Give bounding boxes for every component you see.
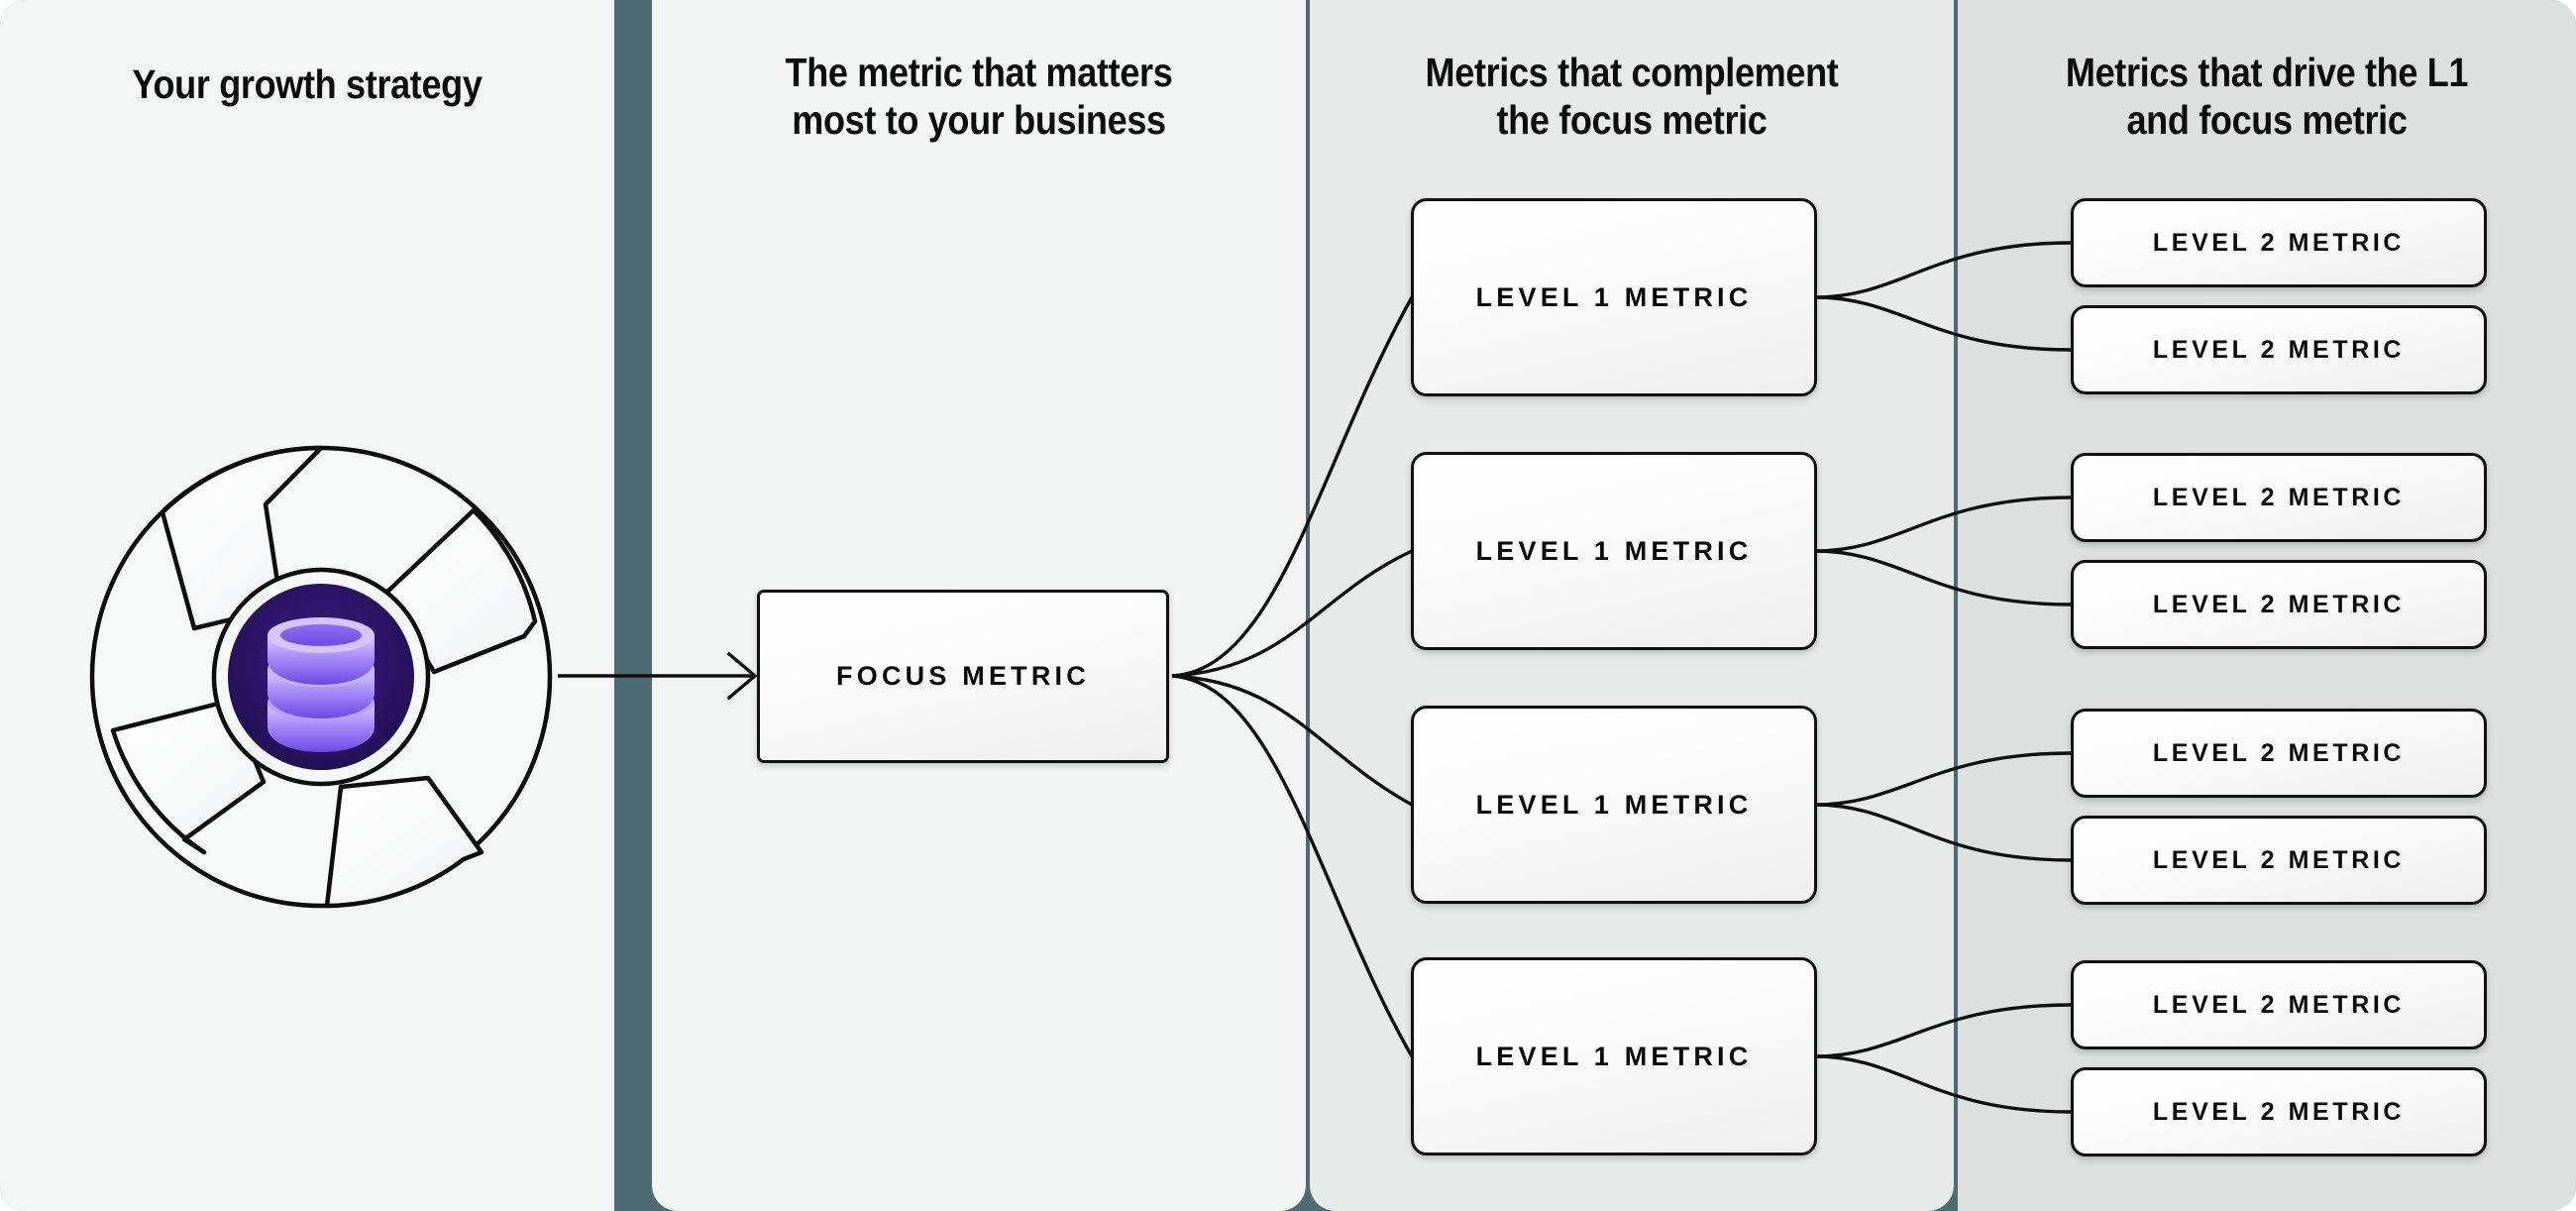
level-2-metric-label: LEVEL 2 METRIC: [2152, 483, 2406, 511]
level-2-metric-box[interactable]: LEVEL 2 METRIC: [2071, 560, 2487, 649]
level-1-metric-label: LEVEL 1 METRIC: [1475, 281, 1753, 312]
level-2-metric-label: LEVEL 2 METRIC: [2152, 590, 2406, 618]
pinwheel-aperture-icon: [89, 445, 553, 909]
level-2-metric-box[interactable]: LEVEL 2 METRIC: [2071, 305, 2487, 394]
level-1-metric-box[interactable]: LEVEL 1 METRIC: [1411, 957, 1817, 1156]
level-1-metric-box[interactable]: LEVEL 1 METRIC: [1411, 198, 1817, 396]
focus-metric-label: FOCUS METRIC: [836, 661, 1090, 691]
level-2-metric-label: LEVEL 2 METRIC: [2152, 990, 2406, 1019]
level-2-metric-label: LEVEL 2 METRIC: [2152, 738, 2406, 767]
level-2-metric-label: LEVEL 2 METRIC: [2152, 335, 2406, 364]
focus-metric-box[interactable]: FOCUS METRIC: [757, 590, 1169, 763]
column-title-2: The metric that matters most to your bus…: [785, 50, 1173, 143]
level-2-metric-box[interactable]: LEVEL 2 METRIC: [2071, 960, 2487, 1049]
database-icon: [268, 617, 375, 752]
level-1-metric-label: LEVEL 1 METRIC: [1475, 789, 1753, 820]
level-2-metric-box[interactable]: LEVEL 2 METRIC: [2071, 816, 2487, 905]
growth-strategy-logo: [87, 433, 555, 921]
level-1-metric-label: LEVEL 1 METRIC: [1475, 1041, 1753, 1071]
level-1-metric-label: LEVEL 1 METRIC: [1475, 535, 1753, 566]
level-2-metric-box[interactable]: LEVEL 2 METRIC: [2071, 198, 2487, 287]
level-2-metric-box[interactable]: LEVEL 2 METRIC: [2071, 453, 2487, 542]
level-2-metric-label: LEVEL 2 METRIC: [2152, 1097, 2406, 1126]
level-1-metric-box[interactable]: LEVEL 1 METRIC: [1411, 706, 1817, 904]
level-1-metric-box[interactable]: LEVEL 1 METRIC: [1411, 452, 1817, 650]
level-2-metric-label: LEVEL 2 METRIC: [2152, 845, 2406, 874]
level-2-metric-box[interactable]: LEVEL 2 METRIC: [2071, 709, 2487, 798]
level-2-metric-box[interactable]: LEVEL 2 METRIC: [2071, 1067, 2487, 1156]
level-2-metric-label: LEVEL 2 METRIC: [2152, 228, 2406, 257]
column-title-3: Metrics that complement the focus metric: [1425, 50, 1839, 143]
column-title-4: Metrics that drive the L1 and focus metr…: [2065, 50, 2469, 143]
column-title-1: Your growth strategy: [132, 61, 483, 107]
